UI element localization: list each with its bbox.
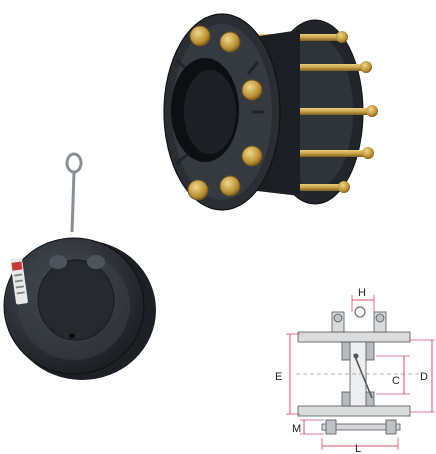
- label-m: M: [292, 423, 301, 435]
- label-l: L: [355, 443, 361, 454]
- front-nuts: [187, 25, 263, 201]
- dimension-m: M: [292, 419, 324, 435]
- dimension-c: C: [376, 355, 410, 395]
- valve-flap: [37, 259, 115, 341]
- dimension-l: L: [321, 438, 399, 454]
- product-label-sticker: [10, 257, 28, 305]
- label-h: H: [358, 287, 366, 299]
- flanged-check-valve-icon: [163, 13, 378, 211]
- label-e: E: [275, 371, 282, 383]
- dimension-h: H: [351, 287, 375, 312]
- tie-rod-section: [321, 419, 401, 435]
- rear-nuts: [336, 31, 378, 193]
- valve-body-section: [349, 341, 373, 407]
- dimension-e: E: [275, 333, 300, 415]
- wafer-check-valve-icon: [3, 152, 156, 380]
- dimension-d: D: [410, 339, 435, 413]
- label-c: C: [392, 375, 400, 387]
- label-d: D: [420, 371, 428, 383]
- dimension-drawing-icon: H: [275, 287, 435, 454]
- lifting-eye: [65, 152, 83, 233]
